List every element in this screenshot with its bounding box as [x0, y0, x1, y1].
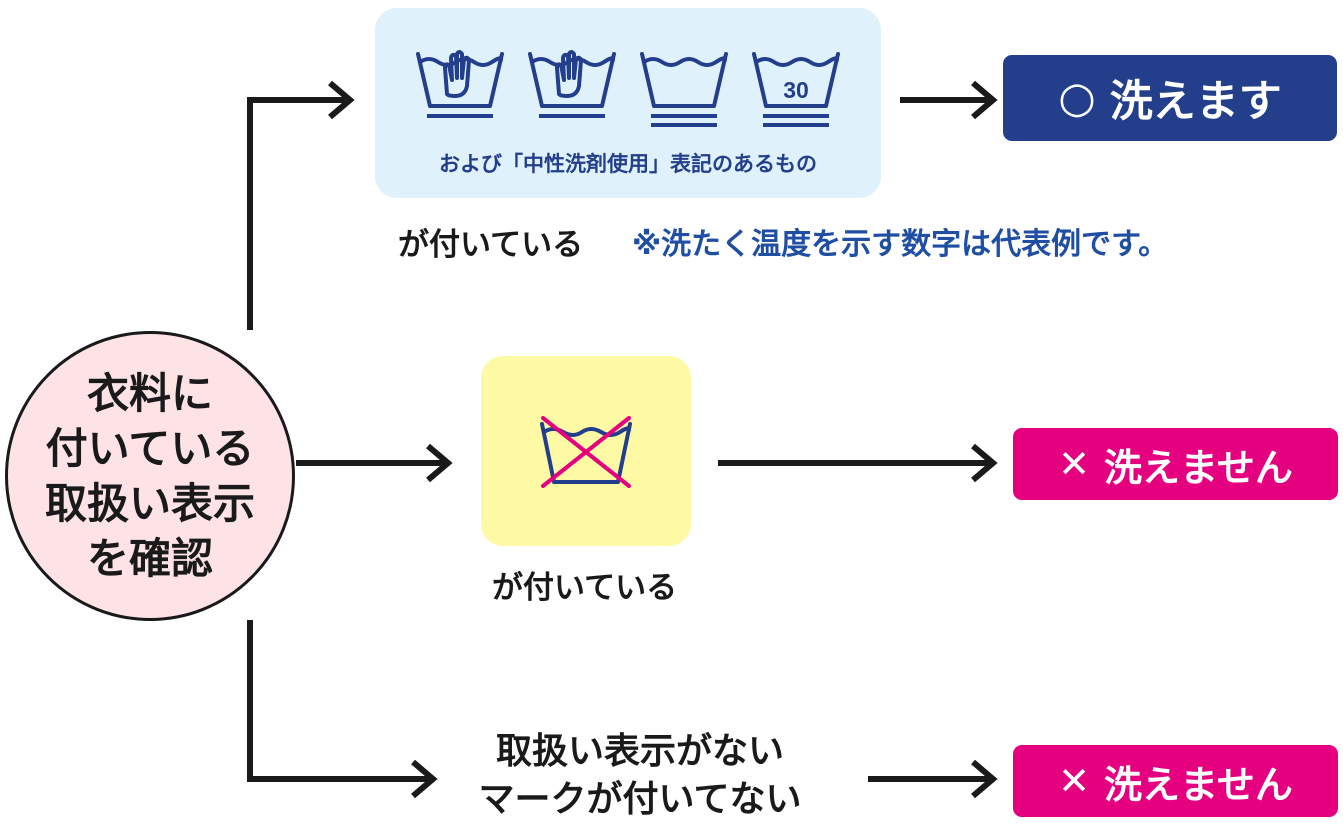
- no-care-label-line: マークが付いてない: [478, 779, 802, 820]
- result-not-washable-text: 洗えません: [1103, 445, 1293, 490]
- start-node-line: 付いている: [45, 424, 255, 473]
- washable-symbols-panel: 30 および「中性洗剤使用」表記のあるもの: [375, 8, 881, 198]
- circle-mark-icon: ○: [1058, 73, 1096, 123]
- washable-attached-label: が付いている: [398, 227, 584, 263]
- result-not-washable-badge: ✕ 洗えません: [1013, 428, 1338, 500]
- no-care-label-line: 取扱い表示がない: [495, 731, 784, 772]
- wash-30-icon: 30: [752, 52, 840, 127]
- start-node-text: 衣料に 付いている 取扱い表示 を確認: [45, 366, 255, 586]
- hand-wash-icon: [416, 50, 504, 118]
- start-node-check-care-label: 衣料に 付いている 取扱い表示 を確認: [5, 331, 295, 621]
- temperature-note: ※洗たく温度を示す数字は代表例です。: [632, 227, 1169, 262]
- connector-top-branch: [247, 97, 345, 330]
- not-washable-symbol-panel: [481, 356, 691, 546]
- cross-mark-icon: ✕: [1058, 442, 1090, 486]
- not-washable-attached-label: が付いている: [492, 570, 678, 606]
- start-node-line: 取扱い表示: [44, 479, 255, 528]
- arrowhead-washable-result: [971, 80, 998, 120]
- arrowhead-not-washable-result: [971, 443, 998, 483]
- neutral-detergent-caption: および「中性洗剤使用」表記のあるもの: [439, 152, 817, 176]
- start-node-line: 衣料に: [86, 369, 213, 418]
- arrowhead-bottom-branch: [411, 759, 438, 799]
- result-no-label-badge: ✕ 洗えません: [1013, 745, 1338, 817]
- do-not-wash-icon: [540, 416, 632, 488]
- result-washable-text: 洗えます: [1109, 77, 1282, 127]
- start-node-line: を確認: [86, 534, 213, 583]
- result-washable-badge: ○ 洗えます: [1003, 55, 1337, 141]
- result-no-label-text: 洗えません: [1103, 762, 1293, 807]
- no-care-label-text: 取扱い表示がない マークが付いてない: [420, 728, 860, 824]
- cross-mark-icon: ✕: [1058, 759, 1090, 803]
- machine-wash-icon: [640, 52, 728, 127]
- wash-temperature-label: 30: [783, 77, 809, 103]
- arrowhead-no-label-result: [971, 759, 998, 799]
- hand-wash-icon: [528, 50, 616, 118]
- arrowhead-middle-branch: [426, 443, 453, 483]
- arrowhead-top-branch: [328, 80, 355, 120]
- connector-bottom-branch: [247, 620, 430, 782]
